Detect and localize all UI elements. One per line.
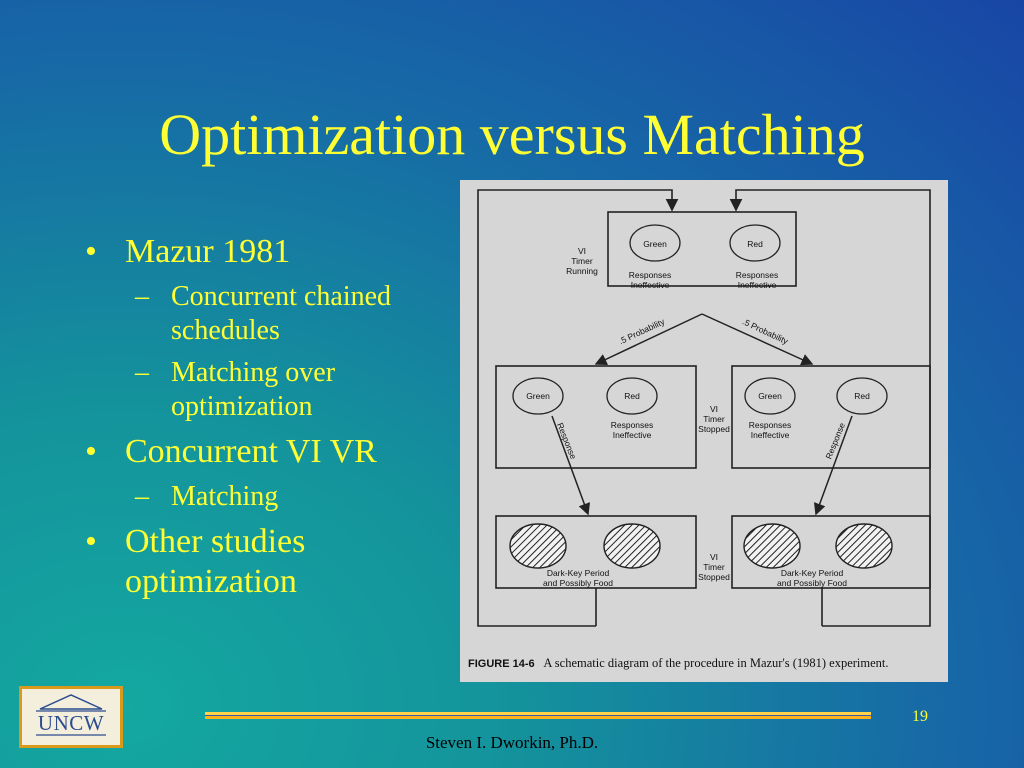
footer-author: Steven I. Dworkin, Ph.D. (425, 733, 599, 752)
green-label: Green (643, 239, 667, 249)
svg-text:Green: Green (526, 391, 550, 401)
bullet-text: Concurrent VI VR (125, 433, 377, 470)
svg-text:Red: Red (624, 391, 640, 401)
top-state-box (607, 211, 797, 287)
svg-text:Ineffective: Ineffective (631, 280, 670, 290)
red-label: Red (747, 239, 763, 249)
slide-title: Optimization versus Matching (159, 102, 865, 167)
probability-arrow-left (594, 313, 703, 365)
bottom-right-box (731, 515, 931, 589)
logo-text: UNCW (37, 711, 105, 735)
svg-text:Timer: Timer (703, 562, 725, 572)
svg-text:Responses: Responses (749, 420, 792, 430)
probability-label-right: .5 Probability (741, 316, 790, 346)
bullet-item: • Concurrent VI VR (85, 432, 455, 472)
svg-text:Ineffective: Ineffective (738, 280, 777, 290)
svg-text:VI: VI (578, 246, 586, 256)
figure-caption-text: A schematic diagram of the procedure in … (543, 656, 889, 670)
figure-caption-label: FIGURE 14-6 (468, 658, 535, 670)
svg-text:Ineffective: Ineffective (613, 430, 652, 440)
svg-text:Red: Red (854, 391, 870, 401)
svg-text:Stopped: Stopped (698, 424, 730, 434)
middle-right-box (731, 365, 931, 469)
figure-caption: FIGURE 14-6 A schematic diagram of the p… (468, 656, 889, 671)
response-arrow-right (813, 415, 853, 516)
sub-bullet-dash: – (135, 481, 149, 512)
response-arrow-left (551, 415, 591, 516)
svg-text:Stopped: Stopped (698, 572, 730, 582)
dark-key-icon (509, 523, 567, 569)
svg-text:Green: Green (758, 391, 782, 401)
middle-left-box (495, 365, 697, 469)
bullet-dot: • (85, 233, 97, 270)
svg-text:Timer: Timer (571, 256, 593, 266)
svg-text:VI: VI (710, 404, 718, 414)
sub-bullet-text: Matching (171, 481, 279, 512)
sub-bullet-text: Matching over optimization (171, 357, 336, 422)
logo-building-icon (36, 694, 106, 736)
red-key-icon (606, 377, 658, 415)
green-key-icon (629, 224, 681, 262)
dark-key-icon (603, 523, 661, 569)
bullet-list: • Mazur 1981 – Concurrent chained schedu… (85, 232, 455, 610)
loop-lines (477, 189, 931, 627)
svg-text:Timer: Timer (703, 414, 725, 424)
red-key-icon (729, 224, 781, 262)
bullet-dot: • (85, 433, 97, 470)
probability-arrow-right (701, 313, 814, 366)
svg-text:and Possibly Food: and Possibly Food (777, 578, 847, 588)
footer-divider-line (205, 712, 871, 719)
sub-bullet-item: – Concurrent chained schedules (85, 280, 455, 348)
svg-text:Running: Running (566, 266, 598, 276)
bullet-text: Other studies optimization (125, 523, 306, 600)
bullet-item: • Mazur 1981 (85, 232, 455, 272)
svg-text:Responses: Responses (736, 270, 779, 280)
svg-text:Responses: Responses (611, 420, 654, 430)
svg-text:and Possibly Food: and Possibly Food (543, 578, 613, 588)
green-key-icon (512, 377, 564, 415)
green-key-icon (744, 377, 796, 415)
sub-bullet-item: – Matching over optimization (85, 356, 455, 424)
bullet-item: • Other studies optimization (85, 522, 455, 602)
svg-text:Ineffective: Ineffective (751, 430, 790, 440)
bullet-dot: • (85, 523, 97, 560)
sub-bullet-text: Concurrent chained schedules (171, 281, 392, 346)
svg-text:VI: VI (710, 552, 718, 562)
svg-text:Dark-Key Period: Dark-Key Period (781, 568, 844, 578)
bottom-left-box (495, 515, 697, 589)
uncw-logo: UNCW (19, 686, 123, 748)
procedure-figure: Green Red Responses Ineffective Response… (460, 180, 948, 682)
page-number: 19 (912, 708, 928, 725)
sub-bullet-dash: – (135, 281, 149, 312)
red-key-icon (836, 377, 888, 415)
dark-key-icon (743, 523, 801, 569)
bullet-text: Mazur 1981 (125, 233, 291, 270)
svg-text:Responses: Responses (629, 270, 672, 280)
sub-bullet-dash: – (135, 357, 149, 388)
dark-key-icon (835, 523, 893, 569)
svg-text:Dark-Key Period: Dark-Key Period (547, 568, 610, 578)
sub-bullet-item: – Matching (85, 480, 455, 514)
procedure-diagram: Green Red Responses Ineffective Response… (477, 189, 931, 627)
